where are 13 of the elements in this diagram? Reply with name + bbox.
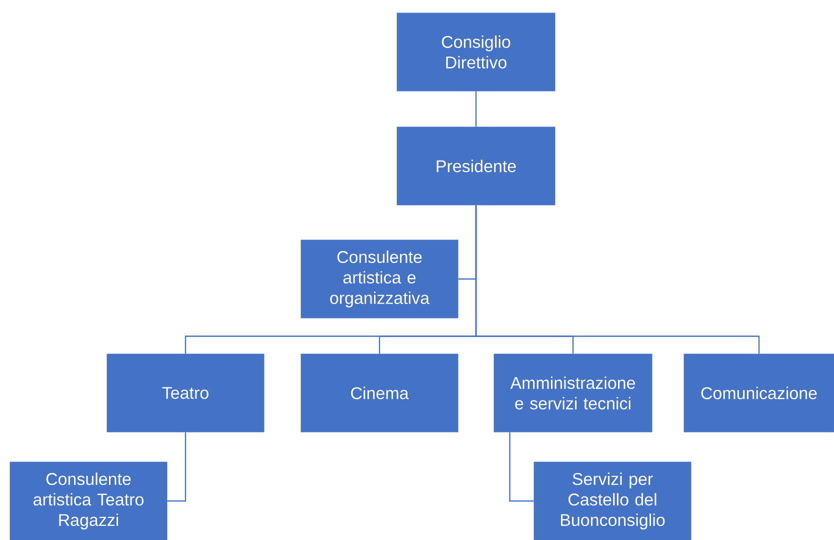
- org-box: Servizi per Castello del Buonconsiglio: [534, 462, 692, 540]
- org-box: Cinema: [300, 354, 458, 432]
- org-box: Presidente: [396, 126, 556, 206]
- connector-line: [509, 432, 534, 502]
- org-box: Consulente artistica e organizzativa: [300, 240, 458, 318]
- connector-line: [167, 432, 186, 502]
- org-box: Teatro: [106, 354, 264, 432]
- connector-line: [475, 91, 477, 127]
- org-box: Consiglio Direttivo: [396, 12, 556, 92]
- org-box: Consulente artistica Teatro Ragazzi: [10, 462, 168, 540]
- org-box: Amministrazione e servizi tecnici: [494, 354, 652, 432]
- org-box: Comunicazione: [684, 354, 834, 432]
- connector-line: [475, 205, 760, 354]
